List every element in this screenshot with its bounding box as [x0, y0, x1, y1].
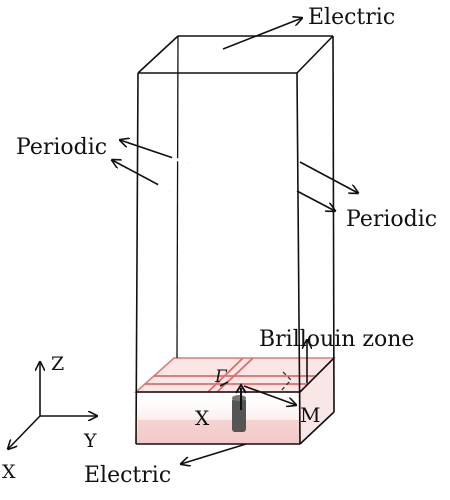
brillouin-zone-arrows [219, 340, 307, 405]
electric-bottom-label: Electric [84, 463, 171, 488]
electric-bottom-arrow [181, 443, 247, 464]
x-point-label: X [195, 406, 210, 430]
periodic-left-arrows [112, 140, 189, 193]
y-axis-label: Y [83, 430, 97, 452]
z-axis-label: Z [51, 353, 64, 375]
periodic-right-label: Periodic [346, 207, 437, 232]
x-axis-label: X [2, 461, 16, 483]
brillouin-zone-label: Brillouin zone [259, 327, 414, 352]
gamma-point-label: Γ [214, 367, 228, 387]
electric-top-label: Electric [308, 5, 395, 30]
m-point-label: M [300, 403, 320, 427]
rod [232, 383, 247, 432]
periodic-left-label: Periodic [16, 135, 107, 160]
simulation-box [135, 35, 335, 445]
periodic-right-arrows [296, 161, 358, 211]
coordinate-axes [8, 362, 97, 449]
brillouin-zone-grid [145, 357, 317, 393]
electric-top-arrow [222, 18, 302, 50]
